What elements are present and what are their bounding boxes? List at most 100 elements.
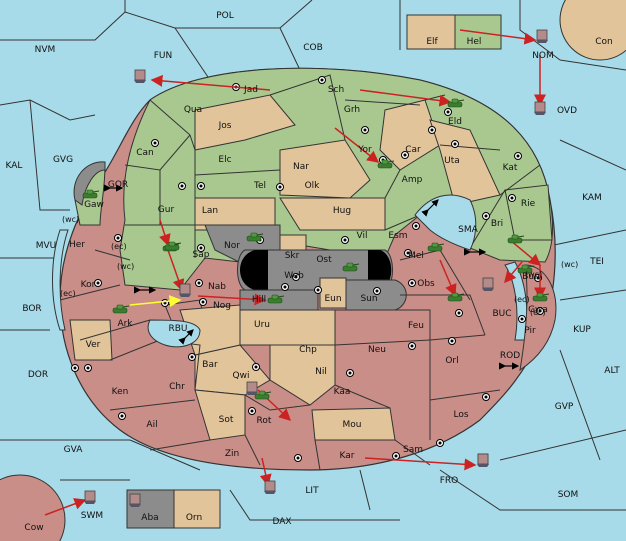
supply-center-icon [292,273,300,281]
region-label-ost: Ost [316,255,332,265]
region-label-neu: Neu [368,345,386,355]
supply-center-icon [373,287,381,295]
region-label-mvu: MVU [36,241,57,251]
supply-center-icon [346,369,354,377]
army-icon[interactable] [82,189,100,199]
supply-center-icon [252,363,260,371]
army-icon[interactable] [447,98,465,108]
sea-region-con [559,0,626,61]
army-icon[interactable] [267,294,285,304]
fleet-icon[interactable] [534,101,546,115]
region-label-gaw: Gaw [84,200,104,210]
inlet-west [52,229,69,331]
region-label-skr: Skr [285,251,300,261]
supply-center-icon [281,283,289,291]
army-icon[interactable] [246,232,264,242]
armies [82,98,550,400]
supply-center-icon [508,194,516,202]
coast-annotation: (wc) [561,260,578,269]
supply-center-icon [84,364,92,372]
region-label-nar: Nar [293,162,309,172]
supply-centers [71,76,544,462]
region-label-nvm: NVM [35,45,56,55]
region-label-bar: Bar [202,360,218,370]
supply-center-icon [408,279,416,287]
region-label-jos: Jos [218,121,232,131]
region-label-obs: Obs [417,279,435,289]
supply-center-icon [404,249,412,257]
region-label-qwi: Qwi [233,371,250,381]
region-label-nil: Nil [315,367,327,377]
supply-center-icon [314,286,322,294]
region-label-ail: Ail [146,420,157,430]
army-icon[interactable] [254,390,272,400]
fleet-icon[interactable] [246,381,258,395]
region-orn [173,489,221,529]
army-icon[interactable] [427,242,445,252]
coast-annotation: (wc) [62,215,79,224]
region-label-hug: Hug [333,206,351,216]
region-label-jad: Jad [243,85,258,95]
region-label-sun: Sun [360,294,377,304]
region-label-rbu: RBU [168,324,187,334]
region-label-eun: Eun [324,294,341,304]
region-label-tel: Tel [253,181,266,191]
region-label-rie: Rie [521,199,536,209]
region-label-elf: Elf [426,37,438,47]
supply-center-icon [482,212,490,220]
coast-annotation: (ec) [60,289,76,298]
region-label-kat: Kat [503,163,518,173]
fleet-icon[interactable] [134,69,146,83]
supply-center-icon [188,353,196,361]
region-label-ovd: OVD [557,106,577,116]
army-icon[interactable] [507,234,525,244]
supply-center-icon [199,298,207,306]
army-icon[interactable] [532,292,550,302]
army-icon[interactable] [517,264,535,274]
supply-center-icon [536,307,544,315]
fleet-icon[interactable] [179,283,191,297]
region-label-nog: Nog [213,301,231,311]
army-icon[interactable] [164,241,182,251]
region-label-can: Can [136,148,154,158]
supply-center-icon [428,126,436,134]
army-icon[interactable] [447,292,465,302]
region-label-gor: GOR [108,180,128,190]
region-label-ken: Ken [112,387,129,397]
region-label-con: Con [595,37,613,47]
fleet-icon[interactable] [129,493,141,507]
army-icon[interactable] [112,304,130,314]
region-label-mel: Mel [408,251,424,261]
region-label-pir: Pir [524,326,536,336]
fleet-icon[interactable] [264,480,276,494]
region-label-cob: COB [303,43,323,53]
region-label-los: Los [453,410,468,420]
supply-center-icon [118,412,126,420]
fleet-icon[interactable] [84,490,96,504]
region-label-zin: Zin [225,449,239,459]
fleet-icon[interactable] [536,29,548,43]
supply-center-icon [444,108,452,116]
region-label-gwa: Gwa [528,305,548,315]
fleet-icon[interactable] [482,277,494,291]
region-label-bri: Bri [491,219,503,229]
region-label-eld: Eld [448,117,462,127]
region-uta [429,119,501,206]
sea-region-cow [0,474,66,541]
region-ver [69,319,113,361]
army-icon[interactable] [342,262,360,272]
army-icon[interactable] [377,159,395,169]
region-label-cow: Cow [24,523,43,533]
region-label-vil: Vil [357,231,368,241]
region-label-web: Web [284,271,304,281]
fleet-icon[interactable] [477,453,489,467]
coast-arrows [104,184,520,370]
region-car [379,99,441,171]
region-label-sch: Sch [328,85,344,95]
region-label-sam: Sam [403,445,423,455]
region-label-gur: Gur [158,205,175,215]
region-label-orl: Orl [445,356,458,366]
region-label-gvp: GVP [555,402,574,412]
region-label-grh: Grh [344,105,360,115]
